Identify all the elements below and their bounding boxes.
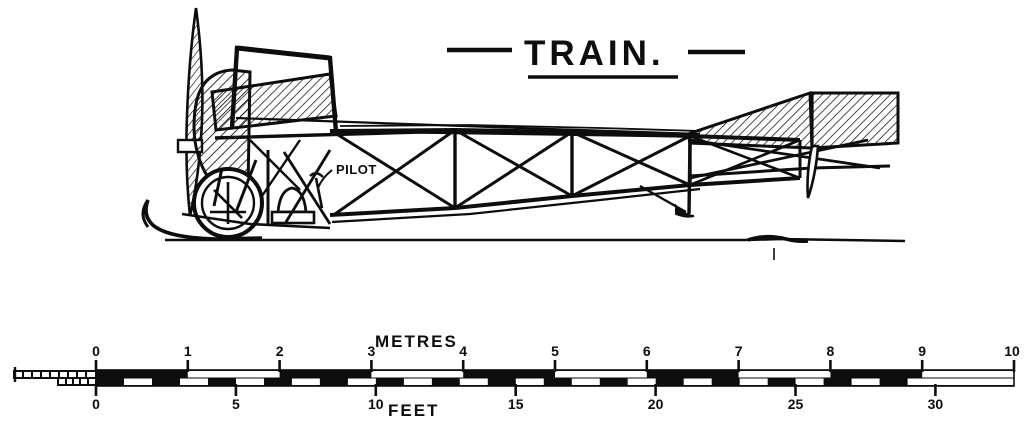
cabane-pylon-group xyxy=(229,45,339,133)
metre-tick-8: 8 xyxy=(827,343,835,372)
metre-tick-4: 4 xyxy=(459,343,467,372)
feet-tick-label-0: 0 xyxy=(92,396,100,412)
fine-grad-lower-bar xyxy=(57,377,97,386)
tail-skid-brace xyxy=(639,184,687,214)
metre-tick-0: 0 xyxy=(92,343,100,372)
metre-tick-label-1: 1 xyxy=(184,343,192,359)
fuselage-diagonal-3b xyxy=(571,134,691,198)
ground-line-group xyxy=(165,234,906,260)
scale-feet-ticks: 0 5 10 15 20 25 30 xyxy=(92,384,943,412)
fuselage-diagonal-2a xyxy=(454,128,573,198)
fuselage-lower-chord xyxy=(331,187,701,224)
pilot-callout-group: PILOT xyxy=(317,162,377,189)
metre-tick-3: 3 xyxy=(368,343,376,372)
cockpit-group xyxy=(270,172,324,225)
feet-tick-25: 25 xyxy=(788,384,804,412)
cabane-top-rail xyxy=(236,45,331,61)
metre-tick-label-2: 2 xyxy=(276,343,284,359)
tail-skid-shoe xyxy=(675,203,695,218)
fuselage-diagonal-1b xyxy=(334,128,456,216)
landing-skid xyxy=(144,199,263,241)
feet-tick-0: 0 xyxy=(92,384,100,412)
wing-group xyxy=(214,130,691,197)
fuselage-truss-group xyxy=(329,124,802,224)
tail-brace-lower xyxy=(689,138,869,180)
fine-grad-lower-ticks xyxy=(65,378,89,385)
skid-upper-rail xyxy=(181,212,331,230)
tail-skid-strut xyxy=(687,139,692,215)
metre-tick-label-7: 7 xyxy=(735,343,743,359)
ground-mound xyxy=(747,234,809,244)
tailplane-group xyxy=(686,90,900,199)
control-column xyxy=(314,177,324,209)
metre-tick-1: 1 xyxy=(184,343,192,372)
metre-tick-label-3: 3 xyxy=(368,343,376,359)
wing-upper-surface xyxy=(235,116,701,136)
feet-tick-20: 20 xyxy=(648,384,664,412)
figure-title: TRAIN. xyxy=(524,34,665,73)
metre-tick-5: 5 xyxy=(551,343,559,372)
metre-tick-9: 9 xyxy=(918,343,926,372)
scale-unit-feet: FEET xyxy=(388,401,439,420)
gear-strut-rear xyxy=(234,159,258,213)
ground-line xyxy=(165,237,906,243)
fuselage-diagonal-3a xyxy=(571,130,691,187)
aircraft-side-elevation: PILOT xyxy=(141,7,906,260)
seat-base xyxy=(270,210,316,225)
metre-tick-10: 10 xyxy=(1004,343,1020,372)
elevator xyxy=(810,91,900,150)
gear-strut-diagonal-2 xyxy=(284,149,332,223)
wing-bracing-front xyxy=(249,139,301,191)
metre-tick-label-8: 8 xyxy=(827,343,835,359)
feet-tick-30: 30 xyxy=(928,384,944,412)
figure-title-group: TRAIN. xyxy=(447,34,745,79)
feet-tick-label-20: 20 xyxy=(648,396,664,412)
feet-tick-label-5: 5 xyxy=(232,396,240,412)
rudder-fin xyxy=(806,144,820,199)
fuselage-bottom-longeron xyxy=(329,176,801,217)
metre-tick-6: 6 xyxy=(643,343,651,372)
landing-gear-group xyxy=(141,149,332,241)
metre-tick-label-6: 6 xyxy=(643,343,651,359)
scale-fine-graduations xyxy=(13,367,97,386)
pilot-label: PILOT xyxy=(336,162,377,177)
feet-tick-5: 5 xyxy=(232,384,240,412)
metre-tick-label-5: 5 xyxy=(551,343,559,359)
fine-grad-upper-bar xyxy=(13,370,97,379)
fine-grad-upper-ticks xyxy=(22,371,87,378)
metre-tick-label-9: 9 xyxy=(918,343,926,359)
feet-tick-label-25: 25 xyxy=(788,396,804,412)
metre-tick-label-0: 0 xyxy=(92,343,100,359)
feet-tick-label-30: 30 xyxy=(928,396,944,412)
feet-tick-label-10: 10 xyxy=(368,396,384,412)
horizontal-stabiliser xyxy=(686,90,814,150)
metre-tick-label-4: 4 xyxy=(459,343,467,359)
tail-brace-upper xyxy=(689,138,881,170)
metre-tick-7: 7 xyxy=(735,343,743,372)
scale-metres-ticks: 0 1 2 3 4 5 6 7 8 9 10 xyxy=(92,343,1020,372)
pilot-seat xyxy=(276,186,308,214)
metre-tick-2: 2 xyxy=(276,343,284,372)
scale-feet-blocks xyxy=(124,378,1014,385)
scale-unit-metres: METRES xyxy=(375,332,458,351)
tail-skid-group xyxy=(639,139,695,218)
feet-tick-15: 15 xyxy=(508,384,524,412)
scale-metres-blocks xyxy=(187,371,1014,378)
feet-tick-label-15: 15 xyxy=(508,396,524,412)
wheel-spokes xyxy=(210,182,246,224)
skid-tip xyxy=(141,199,150,228)
fuselage-diagonal-2b xyxy=(454,130,573,210)
gear-strut-front xyxy=(212,167,224,207)
scale-bar-group: METRES FEET xyxy=(13,332,1020,420)
fuselage-upper-chord xyxy=(339,124,701,132)
pilot-leader-line xyxy=(317,169,333,189)
metre-tick-label-10: 10 xyxy=(1004,343,1020,359)
feet-tick-10: 10 xyxy=(368,384,384,412)
